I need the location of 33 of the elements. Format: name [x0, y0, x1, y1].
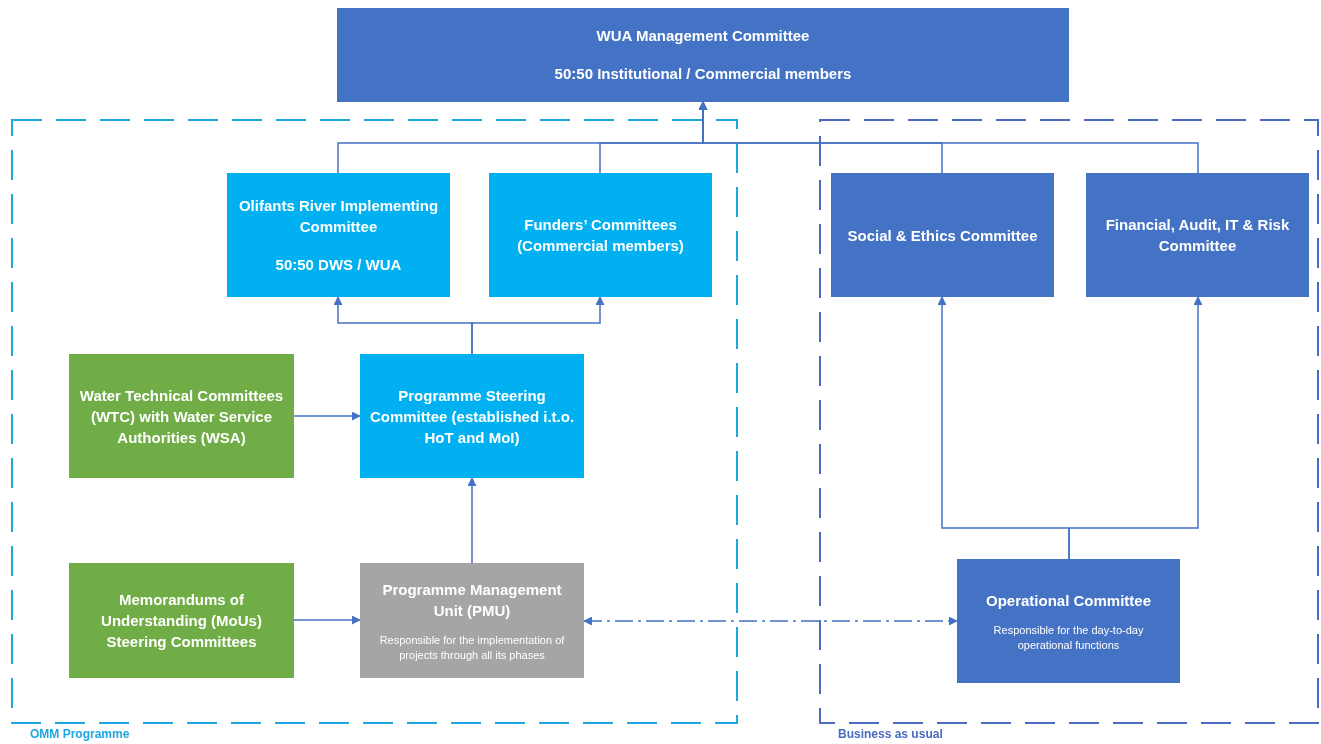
connector-arrow: [471, 296, 605, 355]
committee-description: Responsible for the day-to-day operational functions: [992, 622, 1145, 653]
committee-description: 50:50 DWS / WUA: [275, 254, 402, 275]
committee-box: [360, 354, 584, 478]
committee-name: Programme Steering Committee (established i.t.o. HoT and MoI): [368, 385, 576, 448]
connector-arrow: [1068, 296, 1203, 560]
connector-arrow: [293, 615, 361, 625]
connector-arrow: [583, 616, 958, 626]
committee-name: WUA Management Committee: [596, 26, 810, 47]
committee-name: Operational Committee: [986, 590, 1151, 611]
committee-box: [1086, 173, 1309, 297]
committee-name: Financial, Audit, IT & Risk Committee: [1104, 215, 1291, 256]
committee-description: Responsible for the implementation of projects through all its phases: [378, 632, 566, 663]
connector-arrow: [467, 477, 477, 564]
committee-box: [69, 563, 294, 678]
committee-name: Funders’ Committees (Commercial members): [516, 215, 685, 256]
committee-name: Olifants River Implementing Committee: [237, 195, 440, 237]
committee-box: [69, 354, 294, 478]
committee-box: [227, 173, 450, 297]
committee-box: [489, 173, 712, 297]
committee-description: 50:50 Institutional / Commercial members: [554, 64, 852, 85]
committee-box: [337, 8, 1069, 102]
committee-box: [831, 173, 1054, 297]
committee-name: Programme Management Unit (PMU): [381, 579, 563, 621]
committee-name: Water Technical Committees (WTC) with Water Service Authorities (WSA): [78, 385, 285, 448]
committee-name: Social & Ethics Committee: [847, 225, 1038, 246]
connector-arrow: [698, 101, 1199, 174]
region-label: Business as usual: [838, 727, 943, 741]
committee-name: Memorandums of Understanding (MoUs) Steering Committees: [100, 590, 263, 652]
committee-box: [957, 559, 1180, 683]
committee-box: [360, 563, 584, 678]
connector-arrow: [293, 411, 361, 421]
region-label: OMM Programme: [30, 727, 130, 741]
